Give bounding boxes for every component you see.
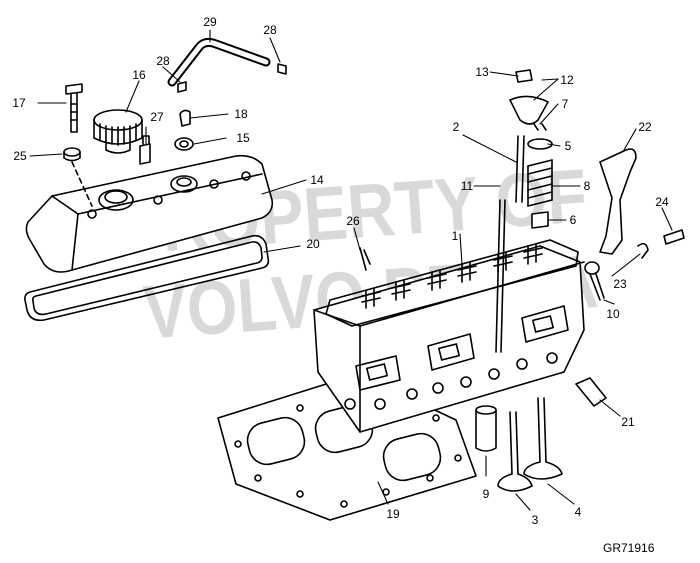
callout-label: 28 bbox=[156, 54, 170, 68]
rocker-arm bbox=[509, 95, 549, 125]
callout-label: 26 bbox=[346, 214, 360, 228]
dashed-alignment-line bbox=[71, 161, 93, 207]
callout-labels: 1 2 3 4 5 6 7 8 9 10 11 12 13 14 15 16 1… bbox=[12, 15, 669, 527]
rocker-nut bbox=[515, 69, 533, 83]
valve-keepers bbox=[533, 123, 547, 131]
clamp-part-28-left bbox=[177, 81, 187, 93]
callout-label: 17 bbox=[12, 96, 26, 110]
callout-label: 28 bbox=[263, 23, 277, 37]
bolt-part-17 bbox=[65, 83, 83, 133]
rocker-arm-stud bbox=[515, 135, 525, 203]
callout-label: 12 bbox=[560, 73, 574, 87]
oil-filler-cap bbox=[93, 109, 143, 154]
callout-label: 18 bbox=[234, 107, 248, 121]
callout-label: 10 bbox=[606, 307, 620, 321]
callout-label: 5 bbox=[565, 139, 572, 153]
valve-cover bbox=[25, 154, 274, 273]
callout-label: 15 bbox=[236, 131, 250, 145]
clip-part-26 bbox=[359, 247, 371, 271]
callout-label: 4 bbox=[575, 505, 582, 519]
temperature-sensor bbox=[575, 377, 607, 407]
clip-part-23 bbox=[637, 242, 649, 259]
clamp-part-28-right bbox=[277, 63, 287, 75]
callout-label: 13 bbox=[475, 65, 489, 79]
bolt-part-24 bbox=[663, 229, 685, 245]
callout-label: 29 bbox=[203, 15, 217, 29]
intake-valve bbox=[523, 397, 563, 480]
callout-label: 1 bbox=[452, 229, 459, 243]
callout-label: 7 bbox=[562, 97, 569, 111]
callout-label: 11 bbox=[461, 179, 474, 193]
callout-label: 22 bbox=[638, 120, 652, 134]
callout-label: 19 bbox=[386, 507, 400, 521]
callout-label: 16 bbox=[132, 68, 146, 82]
fitting-part-27 bbox=[139, 135, 151, 165]
callout-label: 24 bbox=[655, 195, 669, 209]
figure-reference-code: GR71916 bbox=[603, 541, 655, 555]
callout-label: 2 bbox=[453, 120, 460, 134]
grommet-part-25 bbox=[63, 147, 81, 162]
callout-label: 8 bbox=[584, 179, 591, 193]
valve-seal bbox=[531, 211, 549, 229]
callout-label: 14 bbox=[310, 173, 324, 187]
callout-label: 25 bbox=[13, 149, 27, 163]
grommet-part-15 bbox=[174, 137, 194, 151]
callout-label: 6 bbox=[570, 213, 577, 227]
valve-cover-gasket bbox=[24, 234, 270, 322]
exhaust-valve bbox=[497, 411, 533, 492]
elbow-part-18 bbox=[179, 109, 191, 127]
valve-guide bbox=[475, 405, 497, 452]
spark-plug bbox=[584, 261, 605, 301]
valve-spring-retainer bbox=[527, 138, 553, 150]
callout-label: 27 bbox=[150, 110, 164, 124]
valve-cover-gasket-inner bbox=[32, 241, 263, 316]
callout-label: 21 bbox=[621, 415, 635, 429]
callout-label: 9 bbox=[483, 487, 490, 501]
pushrod bbox=[495, 199, 506, 353]
callout-label: 23 bbox=[613, 277, 627, 291]
leader-lines bbox=[29, 29, 673, 511]
callout-label: 20 bbox=[306, 237, 320, 251]
valve-spring bbox=[527, 159, 553, 207]
bracket bbox=[599, 148, 637, 255]
cylinder-head bbox=[313, 239, 585, 433]
callout-label: 3 bbox=[532, 513, 539, 527]
